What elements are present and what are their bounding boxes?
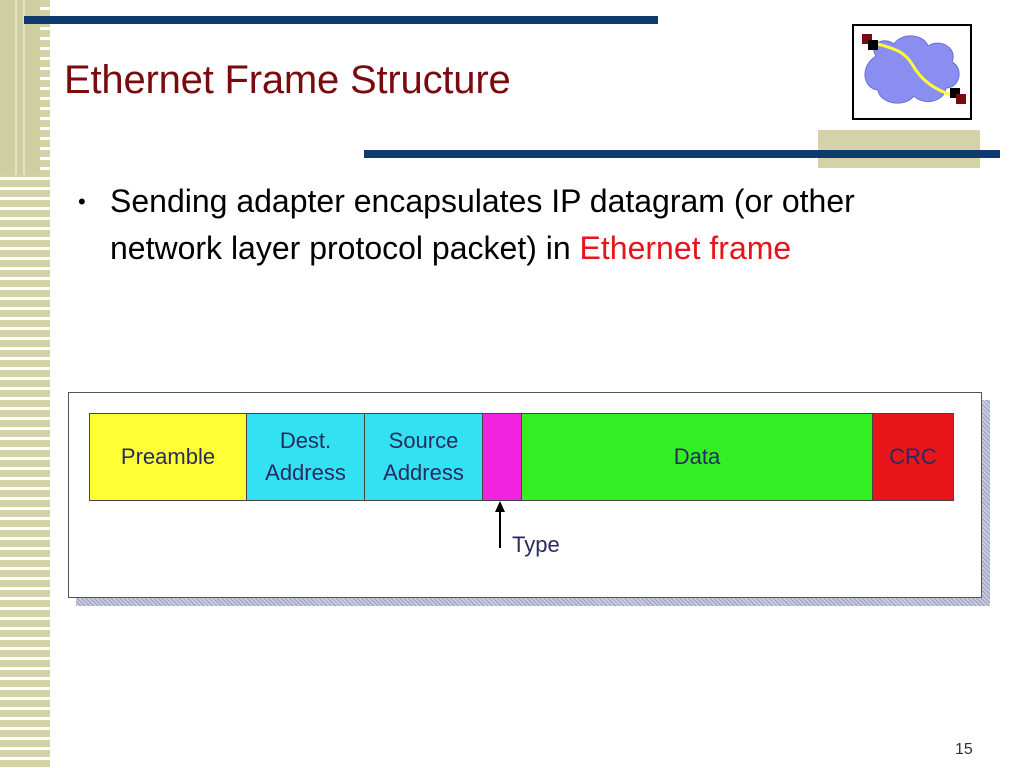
bullet-text: Sending adapter encapsulates IP datagram… bbox=[110, 178, 970, 272]
field-label: Dest. Address bbox=[265, 428, 346, 485]
mid-rule-bar bbox=[364, 150, 1000, 158]
type-label: Type bbox=[512, 532, 560, 557]
field-label: Data bbox=[673, 444, 721, 469]
accent-block bbox=[818, 130, 980, 168]
type-arrow-icon bbox=[495, 501, 505, 548]
field-label: CRC bbox=[889, 444, 937, 469]
ethernet-frame-row: Preamble Dest. Address Source Address Da… bbox=[89, 413, 954, 501]
field-type bbox=[483, 414, 522, 500]
field-data: Data bbox=[522, 414, 873, 500]
slide-title: Ethernet Frame Structure bbox=[64, 58, 511, 102]
bullet-text-main: Sending adapter encapsulates IP datagram… bbox=[110, 183, 855, 266]
network-cloud-icon bbox=[852, 24, 972, 120]
bullet-marker: • bbox=[78, 189, 86, 214]
top-rule-bar bbox=[24, 16, 658, 24]
field-label: Preamble bbox=[120, 444, 216, 469]
bullet-text-highlight: Ethernet frame bbox=[579, 230, 792, 266]
field-preamble: Preamble bbox=[90, 414, 247, 500]
field-dest-address: Dest. Address bbox=[247, 414, 365, 500]
field-source-address: Source Address bbox=[365, 414, 483, 500]
left-decorative-strip bbox=[9, 0, 29, 175]
field-crc: CRC bbox=[873, 414, 953, 500]
field-label: Source Address bbox=[383, 428, 464, 485]
page-number: 15 bbox=[955, 741, 973, 758]
